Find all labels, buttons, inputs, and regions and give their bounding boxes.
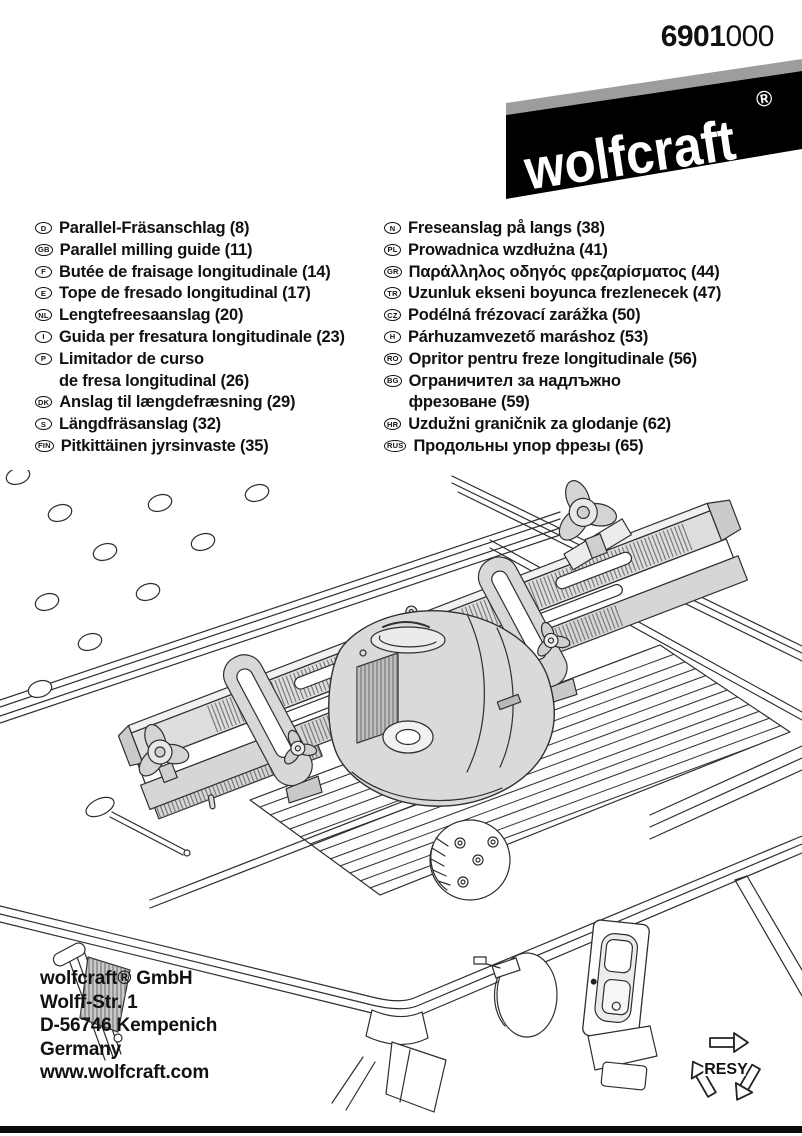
lang-label-se: Längdfräsanslag (32) [59,415,221,434]
lang-label-bg: Ограничител за надлъжно фрезоване (59) [408,371,621,412]
lang-badge-cz: CZ [384,309,401,322]
lang-badge-ro: RO [384,352,402,365]
lang-row-tr: TR Uzunluk ekseni boyunca frezlenecek (47… [384,283,796,305]
lang-label-fin: Pitkittäinen jyrsinvaste (35) [60,436,269,455]
lang-row-pl: PL Prowadnica wzdłużna (41) [384,240,796,262]
company-address: wolfcraft® GmbH Wolff-Str. 1 D-56746 Kem… [40,967,217,1085]
star-knob-left [138,723,190,777]
lang-badge-dk: DK [35,396,53,409]
lang-badge-tr: TR [384,287,401,300]
lang-badge-d: D [35,222,52,234]
lang-row-bg: BG Ограничител за надлъжно фрезоване (59) [384,371,796,415]
lang-label-gr: Παράλληλος οδηγός φρεζαρίσματος (44) [408,262,720,281]
lang-label-no: Freseanslag på langs (38) [408,219,605,237]
lang-row-ro: RO Opritor pentru freze longitudinale (56… [384,349,796,371]
lang-label-pt: Limitador de curso de fresa longitudinal… [59,349,250,390]
depth-crank-paddle [85,796,191,857]
lang-row-hr: HR Uzdužni graničnik za glodanje (62) [384,414,796,436]
lang-badge-n: N [384,222,401,234]
product-code-bold: 6901 [660,20,726,53]
wolfcraft-logo: wolfcraft ® [506,59,802,203]
address-line-country: Germany [40,1038,121,1060]
lang-label-rus: Продольны упор фрезы (65) [413,436,644,455]
lang-badge-gr: GR [384,265,402,278]
lang-badge-e: E [35,287,52,300]
illustration-parallel-milling-guide [0,470,802,1113]
lang-label-de: Parallel-Fräsanschlag (8) [59,219,250,237]
lang-row-pt: P Limitador de curso de fresa longitudina… [35,349,380,393]
router-housing [328,610,555,807]
address-line-street: Wolff-Str. 1 [40,991,138,1013]
lang-label-fr: Butée de fraisage longitudinale (14) [59,262,331,281]
insert-disc-segment [429,819,511,901]
lang-label-it: Guida per fresatura longitudinale (23) [59,327,345,346]
language-list-left: D Parallel-Fräsanschlag (8) GB Parallel mi… [35,218,380,458]
lang-row-it: I Guida per fresatura longitudinale (23) [35,327,380,349]
lang-row-fin: FIN Pitkittäinen jyrsinvaste (35) [35,436,380,458]
address-line-company: wolfcraft® GmbH [40,968,193,989]
lang-row-nl: NL Lengtefreesaanslag (20) [35,305,380,327]
lang-label-cz: Podélná frézovací zarážka (50) [408,306,641,325]
company-website-link[interactable]: www.wolfcraft.com [40,1062,210,1083]
lang-badge-bg: BG [384,374,402,387]
lang-row-gb: GB Parallel milling guide (11) [35,240,380,262]
star-knob-top [558,480,618,541]
lang-badge-nl: NL [35,309,52,322]
lang-label-pl: Prowadnica wzdłużna (41) [408,240,608,259]
lang-badge-hr: HR [384,418,402,431]
product-code-light: 000 [725,20,774,53]
resy-label: RESY [704,1061,748,1078]
perforated-worktop-holes [5,470,270,699]
lang-row-fr: F Butée de fraisage longitudinale (14) [35,262,380,284]
lang-badge-pl: PL [384,243,401,256]
crank-handle [52,942,131,1061]
lang-row-es: E Tope de fresado longitudinal (17) [35,283,380,305]
lang-row-hu: H Párhuzamvezető maráshoz (53) [384,327,796,349]
tabletop-joint-gap [0,511,561,724]
lang-badge-p: P [35,352,52,365]
lang-badge-i: I [35,330,52,343]
logo-background [506,71,802,199]
language-list-right: N Freseanslag på langs (38) PL Prowadnica … [384,218,796,458]
wing-nut-left [283,729,318,765]
table-corner-and-legs [331,875,802,1113]
lang-row-rus: RUS Продольны упор фрезы (65) [384,436,796,458]
address-line-city: D-56746 Kempenich [40,1015,218,1036]
lang-row-de: D Parallel-Fräsanschlag (8) [35,218,380,240]
lang-label-es: Tope de fresado longitudinal (17) [59,284,311,303]
lang-label-hr: Uzdužni graničnik za glodanje (62) [408,415,671,434]
lang-label-hu: Párhuzamvezető maráshoz (53) [408,327,649,346]
lang-badge-fin: FIN [35,439,54,452]
lang-label-ro: Opritor pentru freze longitudinale (56) [408,349,698,368]
lang-row-cz: CZ Podélná frézovací zarážka (50) [384,305,796,327]
lang-badge-s: S [35,418,52,431]
lang-label-dk: Anslag til længdefræsning (29) [59,393,296,412]
power-switch-assembly [473,919,658,1091]
lang-badge-h: H [384,330,401,343]
lang-row-no: N Freseanslag på langs (38) [384,218,796,240]
lang-label-gb: Parallel milling guide (11) [59,240,253,259]
resy-recycling-icon: RESY [690,1032,761,1101]
lang-badge-f: F [35,265,52,278]
footer-bar [0,1126,802,1133]
logo-registered-mark: ® [754,85,774,112]
lang-label-nl: Lengtefreesaanslag (20) [59,306,244,325]
logo-stripe [506,59,802,115]
product-code: 6901000 [660,20,775,54]
lang-row-se: S Längdfräsanslag (32) [35,414,380,436]
lang-badge-gb: GB [35,243,53,256]
lang-row-gr: GR Παράλληλος οδηγός φρεζαρίσματος (44) [384,262,796,284]
lang-label-tr: Uzunluk ekseni boyunca frezlenecek (47) [408,284,722,303]
lang-row-dk: DK Anslag til længdefræsning (29) [35,392,380,414]
lang-badge-rus: RUS [384,439,407,452]
wing-nut-right [537,621,571,657]
